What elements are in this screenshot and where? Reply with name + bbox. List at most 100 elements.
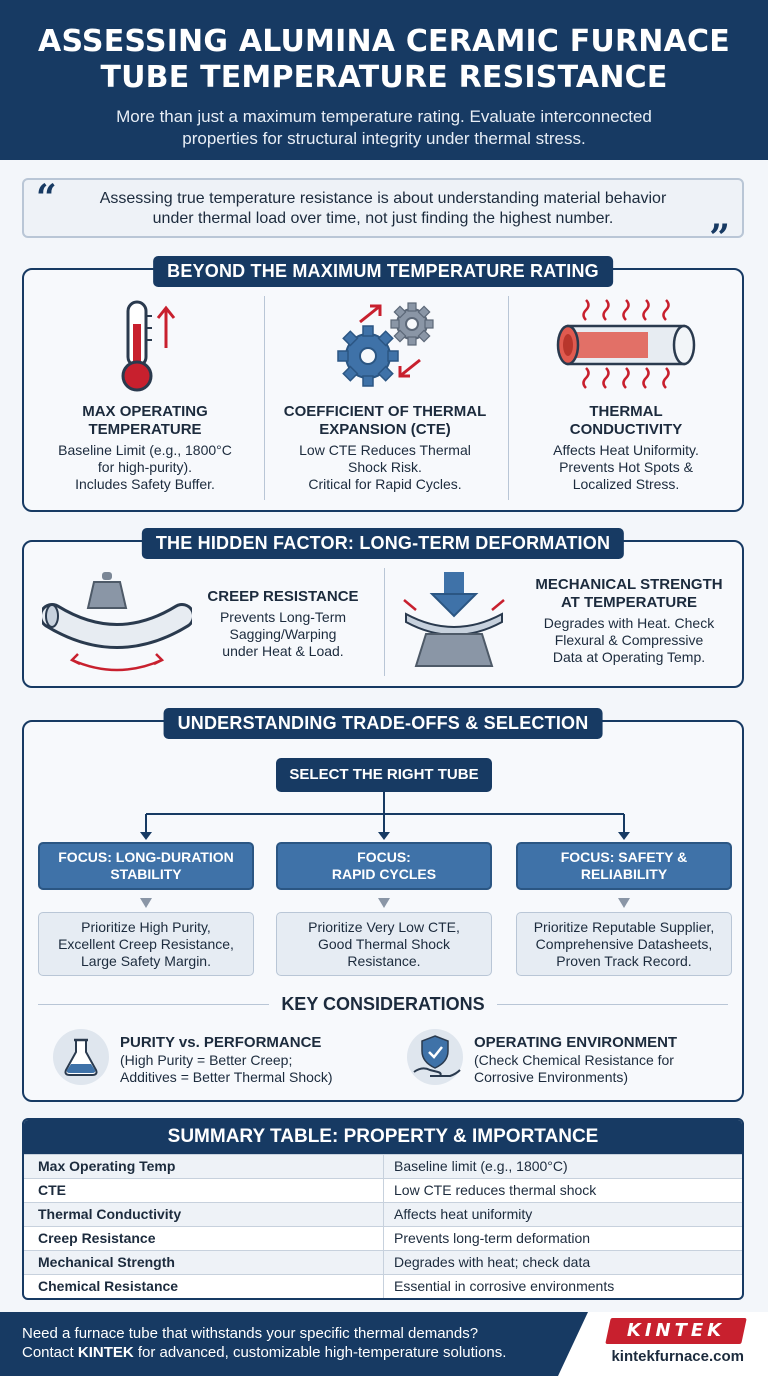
table-row: Creep Resistance Prevents long-term defo… bbox=[24, 1226, 742, 1250]
stability-desc-2: Excellent Creep Resistance, bbox=[58, 936, 234, 952]
hidden-factor-panel: THE HIDDEN FACTOR: LONG-TERM DEFORMATION… bbox=[22, 528, 744, 688]
max-temp-text-2: for high-purity). bbox=[97, 459, 193, 475]
purity-text-1: (High Purity = Better Creep; bbox=[120, 1052, 293, 1068]
focus-stability-box: FOCUS: LONG-DURATION STABILITY bbox=[38, 842, 254, 890]
table-row: Max Operating Temp Baseline limit (e.g.,… bbox=[24, 1154, 742, 1178]
thermometer-icon bbox=[121, 300, 176, 392]
table-cell-importance: Essential in corrosive environments bbox=[394, 1278, 615, 1294]
tree-connectors bbox=[140, 792, 630, 840]
key-considerations-heading: KEY CONSIDERATIONS bbox=[269, 994, 497, 1014]
max-temp-text-3: Includes Safety Buffer. bbox=[75, 476, 215, 492]
purity-title: PURITY vs. PERFORMANCE bbox=[120, 1034, 322, 1051]
beyond-max-temp-panel: BEYOND THE MAXIMUM TEMPERATURE RATING MA… bbox=[22, 256, 744, 512]
table-cell-importance: Baseline limit (e.g., 1800°C) bbox=[394, 1158, 568, 1174]
table-cell-property: Mechanical Strength bbox=[24, 1251, 384, 1274]
purity-text-2: Additives = Better Thermal Shock) bbox=[120, 1069, 333, 1085]
quote-box: “ Assessing true temperature resistance … bbox=[22, 178, 744, 256]
sagging-tube-icon bbox=[42, 572, 192, 672]
focus-safety-title-2: RELIABILITY bbox=[580, 866, 668, 882]
table-row: CTE Low CTE reduces thermal shock bbox=[24, 1178, 742, 1202]
select-tube-box: SELECT THE RIGHT TUBE bbox=[276, 758, 492, 792]
creep-text-3: under Heat & Load. bbox=[222, 643, 344, 659]
table-row: Chemical Resistance Essential in corrosi… bbox=[24, 1274, 742, 1298]
table-cell-importance: Low CTE reduces thermal shock bbox=[394, 1182, 597, 1198]
footer-line-1: Need a furnace tube that withstands your… bbox=[22, 1325, 479, 1342]
footer-cta: Need a furnace tube that withstands your… bbox=[22, 1324, 506, 1362]
divider bbox=[508, 296, 509, 500]
hidden-heading: THE HIDDEN FACTOR: LONG-TERM DEFORMATION bbox=[141, 528, 625, 559]
table-cell-property: Max Operating Temp bbox=[24, 1155, 384, 1178]
focus-stability-title-2: STABILITY bbox=[110, 866, 182, 882]
strength-block: MECHANICAL STRENGTH AT TEMPERATURE Degra… bbox=[520, 576, 738, 666]
compression-icon bbox=[403, 572, 505, 667]
focus-arrows bbox=[140, 898, 630, 908]
focus-stability-desc: Prioritize High Purity, Excellent Creep … bbox=[38, 912, 254, 976]
max-temp-text-1: Baseline Limit (e.g., 1800°C bbox=[58, 442, 232, 458]
table-cell-property: Thermal Conductivity bbox=[24, 1203, 384, 1226]
table-row: Mechanical Strength Degrades with heat; … bbox=[24, 1250, 742, 1274]
quote-line-1: Assessing true temperature resistance is… bbox=[99, 190, 667, 207]
cte-title-2: EXPANSION (CTE) bbox=[319, 421, 451, 438]
cte-text-3: Critical for Rapid Cycles. bbox=[308, 476, 462, 492]
creep-text-2: Sagging/Warping bbox=[229, 626, 337, 642]
safety-desc-1: Prioritize Reputable Supplier, bbox=[533, 919, 715, 935]
strength-text-1: Degrades with Heat. Check bbox=[543, 615, 715, 631]
environment-text-1: (Check Chemical Resistance for bbox=[474, 1052, 674, 1068]
page-subtitle: More than just a maximum temperature rat… bbox=[0, 106, 768, 150]
strength-title-2: AT TEMPERATURE bbox=[560, 594, 698, 611]
gears-icon bbox=[337, 302, 434, 387]
safety-desc-3: Proven Track Record. bbox=[556, 953, 692, 969]
environment-text-2: Corrosive Environments) bbox=[474, 1069, 629, 1085]
footer-line-2-pre: Contact bbox=[22, 1344, 78, 1361]
conductivity-text-2: Prevents Hot Spots & bbox=[559, 459, 693, 475]
footer-brand: KINTEK bbox=[77, 1344, 134, 1361]
website-link[interactable]: kintekfurnace.com bbox=[611, 1348, 744, 1365]
table-cell-property: Chemical Resistance bbox=[24, 1275, 384, 1298]
title-line-2: TUBE TEMPERATURE RESISTANCE bbox=[100, 60, 668, 95]
table-cell-property: CTE bbox=[24, 1179, 384, 1202]
header-banner: ASSESSING ALUMINA CERAMIC FURNACE TUBE T… bbox=[0, 0, 768, 160]
table-cell-importance: Degrades with heat; check data bbox=[394, 1254, 591, 1270]
focus-safety-desc: Prioritize Reputable Supplier, Comprehen… bbox=[516, 912, 732, 976]
summary-table: SUMMARY TABLE: PROPERTY & IMPORTANCE Max… bbox=[22, 1118, 744, 1300]
conductivity-text-3: Localized Stress. bbox=[572, 476, 680, 492]
focus-rapid-desc: Prioritize Very Low CTE, Good Thermal Sh… bbox=[276, 912, 492, 976]
creep-block: CREEP RESISTANCE Prevents Long-Term Sagg… bbox=[184, 588, 382, 660]
subtitle-line-1: More than just a maximum temperature rat… bbox=[116, 107, 652, 126]
cte-column: COEFFICIENT OF THERMAL EXPANSION (CTE) L… bbox=[266, 294, 504, 493]
strength-text-3: Data at Operating Temp. bbox=[552, 649, 706, 665]
rapid-desc-2: Good Thermal Shock bbox=[317, 936, 451, 952]
table-cell-property: Creep Resistance bbox=[24, 1227, 384, 1250]
focus-stability-title-1: FOCUS: LONG-DURATION bbox=[58, 849, 234, 865]
page-title: ASSESSING ALUMINA CERAMIC FURNACE TUBE T… bbox=[0, 0, 768, 96]
flask-icon bbox=[53, 1029, 109, 1085]
divider bbox=[264, 296, 265, 500]
max-temp-title-1: MAX OPERATING bbox=[82, 403, 208, 420]
quote-line-2: under thermal load over time, not just f… bbox=[152, 210, 614, 227]
rapid-desc-3: Resistance. bbox=[347, 953, 421, 969]
footer-line-2-post: for advanced, customizable high-temperat… bbox=[133, 1344, 507, 1361]
strength-text-2: Flexural & Compressive bbox=[554, 632, 704, 648]
focus-safety-title-1: FOCUS: SAFETY & bbox=[560, 849, 688, 865]
title-line-1: ASSESSING ALUMINA CERAMIC FURNACE bbox=[38, 24, 730, 59]
focus-rapid-title-2: RAPID CYCLES bbox=[331, 866, 437, 882]
environment-title: OPERATING ENVIRONMENT bbox=[474, 1034, 678, 1051]
focus-rapid-title-1: FOCUS: bbox=[357, 849, 411, 865]
creep-text-1: Prevents Long-Term bbox=[219, 609, 347, 625]
creep-title: CREEP RESISTANCE bbox=[207, 588, 359, 605]
conductivity-title-2: CONDUCTIVITY bbox=[569, 421, 683, 438]
safety-desc-2: Comprehensive Datasheets, bbox=[535, 936, 713, 952]
shield-hand-icon bbox=[407, 1029, 463, 1085]
rapid-desc-1: Prioritize Very Low CTE, bbox=[308, 919, 460, 935]
conductivity-title-1: THERMAL bbox=[589, 403, 663, 420]
kintek-logo[interactable]: KINTEK bbox=[626, 1320, 726, 1341]
conductivity-text-1: Affects Heat Uniformity. bbox=[553, 442, 699, 458]
stability-desc-1: Prioritize High Purity, bbox=[81, 919, 211, 935]
tradeoffs-panel: UNDERSTANDING TRADE-OFFS & SELECTION SEL… bbox=[22, 708, 744, 1102]
beyond-heading: BEYOND THE MAXIMUM TEMPERATURE RATING bbox=[153, 256, 613, 287]
table-row: Thermal Conductivity Affects heat unifor… bbox=[24, 1202, 742, 1226]
focus-safety-box: FOCUS: SAFETY & RELIABILITY bbox=[516, 842, 732, 890]
cte-title-1: COEFFICIENT OF THERMAL bbox=[283, 403, 487, 420]
purity-block: PURITY vs. PERFORMANCE (High Purity = Be… bbox=[120, 1034, 360, 1086]
max-temp-title-2: TEMPERATURE bbox=[88, 421, 202, 438]
